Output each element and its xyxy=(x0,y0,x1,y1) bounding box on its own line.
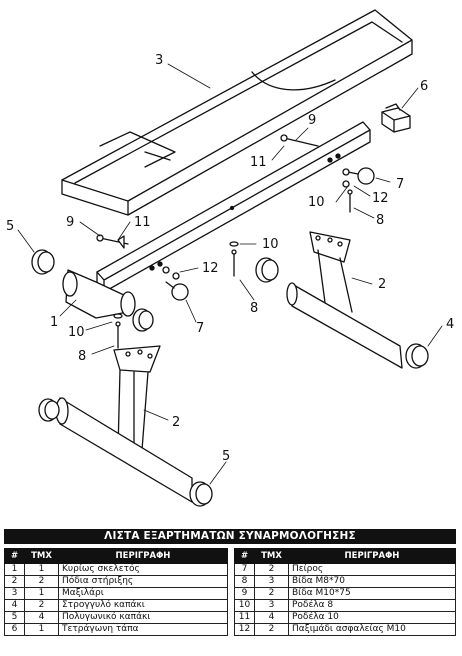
callout-12: 12 xyxy=(372,191,389,206)
hardware-drawing xyxy=(96,134,375,349)
part-description: Πόδια στήριξης xyxy=(58,575,228,588)
part-quantity: 1 xyxy=(24,623,59,636)
part-number: 1 xyxy=(4,563,25,576)
part-description: Στρογγυλό καπάκι xyxy=(58,599,228,612)
part-number: 10 xyxy=(234,599,255,612)
part-quantity: 1 xyxy=(24,587,59,600)
part-number: 4 xyxy=(4,599,25,612)
part-quantity: 3 xyxy=(254,575,289,588)
part-quantity: 4 xyxy=(24,611,59,624)
main-frame-drawing xyxy=(62,121,371,319)
part-quantity: 4 xyxy=(254,611,289,624)
part-number: 2 xyxy=(4,575,25,588)
square-plug-drawing xyxy=(381,103,411,133)
part-description: Πολυγωνικό καπάκι xyxy=(58,611,228,624)
leader-lines xyxy=(17,63,443,485)
part-quantity: 2 xyxy=(254,623,289,636)
part-description: Τετράγωνη τάπα xyxy=(58,623,228,636)
part-quantity: 2 xyxy=(254,563,289,576)
column-header-description: ΠΕΡΙΓΡΑΦΗ xyxy=(58,548,228,564)
column-header-number: # xyxy=(4,548,25,564)
part-quantity: 2 xyxy=(24,599,59,612)
callout-11: 11 xyxy=(250,155,267,170)
part-description: Μαξιλάρι xyxy=(58,587,228,600)
callout-7: 7 xyxy=(196,321,204,336)
rear-leg-drawing xyxy=(286,231,403,369)
callout-5: 5 xyxy=(6,219,14,234)
part-quantity: 2 xyxy=(24,575,59,588)
part-number: 12 xyxy=(234,623,255,636)
callout-10: 10 xyxy=(308,195,325,210)
column-header-description: ΠΕΡΙΓΡΑΦΗ xyxy=(288,548,456,564)
part-number: 9 xyxy=(234,587,255,600)
callout-7: 7 xyxy=(396,177,404,192)
assembly-diagram: 3 6 9 11 7 12 10 8 5 9 11 10 12 2 1 10 8… xyxy=(6,9,454,507)
callout-10: 10 xyxy=(68,325,85,340)
part-number: 11 xyxy=(234,611,255,624)
callout-numbers: 3 6 9 11 7 12 10 8 5 9 11 10 12 2 1 10 8… xyxy=(6,53,454,464)
part-description: Ροδέλα 8 xyxy=(288,599,456,612)
part-number: 3 xyxy=(4,587,25,600)
callout-1: 1 xyxy=(50,315,58,330)
parts-list: ΛΙΣΤΑ ΕΞΑΡΤΗΜΑΤΩΝ ΣΥΝΑΡΜΟΛΟΓΗΣΗΣ # ΤΜΧ Π… xyxy=(4,529,456,636)
column-header-number: # xyxy=(234,548,255,564)
callout-2: 2 xyxy=(172,415,180,430)
callout-6: 6 xyxy=(420,79,428,94)
part-number: 6 xyxy=(4,623,25,636)
callout-8: 8 xyxy=(376,213,384,228)
callout-8: 8 xyxy=(78,349,86,364)
end-caps-drawing xyxy=(31,249,429,507)
callout-3: 3 xyxy=(155,53,163,68)
part-number: 8 xyxy=(234,575,255,588)
callout-9: 9 xyxy=(66,215,74,230)
part-description: Παξιμάδι ασφαλείας Μ10 xyxy=(288,623,456,636)
column-header-quantity: ΤΜΧ xyxy=(254,548,289,564)
column-header-quantity: ΤΜΧ xyxy=(24,548,59,564)
callout-10: 10 xyxy=(262,237,279,252)
part-description: Βίδα Μ8*70 xyxy=(288,575,456,588)
callout-8: 8 xyxy=(250,301,258,316)
part-description: Κυρίως σκελετός xyxy=(58,563,228,576)
part-description: Ροδέλα 10 xyxy=(288,611,456,624)
part-description: Βίδα Μ10*75 xyxy=(288,587,456,600)
callout-11: 11 xyxy=(134,215,151,230)
part-quantity: 2 xyxy=(254,587,289,600)
callout-5: 5 xyxy=(222,449,230,464)
cushion-drawing xyxy=(61,9,413,216)
part-number: 5 xyxy=(4,611,25,624)
parts-list-title: ΛΙΣΤΑ ΕΞΑΡΤΗΜΑΤΩΝ ΣΥΝΑΡΜΟΛΟΓΗΣΗΣ xyxy=(4,529,456,544)
part-number: 7 xyxy=(234,563,255,576)
callout-12: 12 xyxy=(202,261,219,276)
callout-9: 9 xyxy=(308,113,316,128)
part-quantity: 1 xyxy=(24,563,59,576)
part-quantity: 3 xyxy=(254,599,289,612)
callout-4: 4 xyxy=(446,317,454,332)
callout-2: 2 xyxy=(378,277,386,292)
part-description: Πείρος xyxy=(288,563,456,576)
